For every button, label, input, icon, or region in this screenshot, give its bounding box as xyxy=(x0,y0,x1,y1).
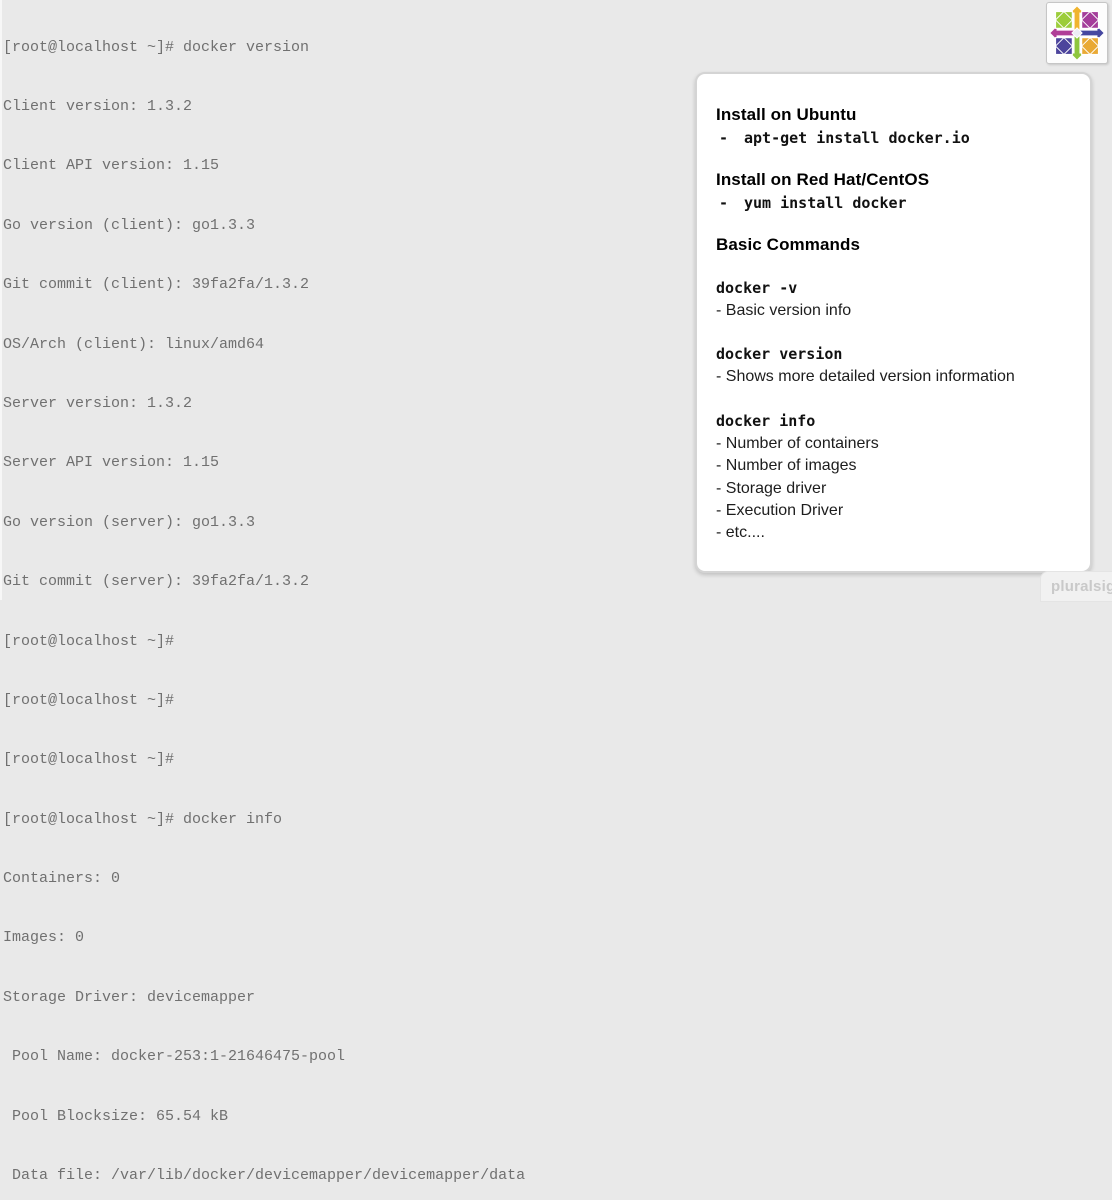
terminal-line: Pool Name: docker-253:1-21646475-pool xyxy=(3,1048,346,1066)
terminal-line: [root@localhost ~]# xyxy=(3,751,175,769)
command-docker-info: docker info - Number of containers - Num… xyxy=(716,410,1072,545)
command-note: - etc.... xyxy=(716,524,765,542)
command-text: docker -v xyxy=(716,279,798,297)
command-note: - Basic version info xyxy=(716,302,852,319)
install-redhat-section: Install on Red Hat/CentOS -yum install d… xyxy=(716,169,1072,214)
terminal-line: Client version: 1.3.2 xyxy=(3,97,193,115)
terminal-line: [root@localhost ~]# xyxy=(3,691,175,709)
centos-logo xyxy=(1046,2,1108,64)
install-ubuntu-command-line: -apt-get install docker.io xyxy=(716,127,1072,149)
terminal-output: [root@localhost ~]# docker version Clien… xyxy=(3,0,693,1200)
install-redhat-command: yum install docker xyxy=(744,194,907,212)
terminal-line: Git commit (server): 39fa2fa/1.3.2 xyxy=(3,573,310,591)
terminal-line: Server version: 1.3.2 xyxy=(3,394,193,412)
command-docker-v: docker -v - Basic version info xyxy=(716,277,1072,322)
centos-logo-icon xyxy=(1049,5,1105,61)
command-note: - Execution Driver xyxy=(716,502,844,520)
screen-left-edge xyxy=(0,0,2,600)
terminal-line: [root@localhost ~]# xyxy=(3,632,175,650)
terminal-line: Storage Driver: devicemapper xyxy=(3,988,256,1006)
basic-commands-heading: Basic Commands xyxy=(716,235,861,254)
command-note: - Shows more detailed version informatio… xyxy=(716,368,1015,386)
bullet-dash: - xyxy=(719,194,729,212)
command-text: docker version xyxy=(716,345,843,364)
terminal-line: Server API version: 1.15 xyxy=(3,454,220,472)
terminal-line: Git commit (client): 39fa2fa/1.3.2 xyxy=(3,276,310,294)
pluralsight-watermark: pluralsight xyxy=(1040,571,1112,602)
terminal-line: Client API version: 1.15 xyxy=(3,157,220,175)
docker-notes-panel: Install on Ubuntu -apt-get install docke… xyxy=(695,72,1092,573)
terminal-line: Images: 0 xyxy=(3,929,85,947)
install-ubuntu-heading: Install on Ubuntu xyxy=(716,105,857,124)
command-text: docker info xyxy=(716,411,816,430)
terminal-line: Pool Blocksize: 65.54 kB xyxy=(3,1107,229,1125)
terminal-line: Containers: 0 xyxy=(3,870,121,888)
terminal-line: [root@localhost ~]# docker info xyxy=(3,810,283,828)
install-ubuntu-section: Install on Ubuntu -apt-get install docke… xyxy=(716,104,1072,149)
command-note: - Number of images xyxy=(716,457,857,475)
terminal-line: Data file: /var/lib/docker/devicemapper/… xyxy=(3,1167,526,1185)
terminal-line: Go version (client): go1.3.3 xyxy=(3,216,256,234)
terminal-line: Go version (server): go1.3.3 xyxy=(3,513,256,531)
terminal-line: OS/Arch (client): linux/amd64 xyxy=(3,335,265,353)
terminal-line: [root@localhost ~]# docker version xyxy=(3,38,310,56)
command-note: - Storage driver xyxy=(716,479,827,497)
install-redhat-command-line: -yum install docker xyxy=(716,192,1072,214)
watermark-text: pluralsight xyxy=(1051,578,1112,595)
command-note: - Number of containers xyxy=(716,434,879,452)
install-ubuntu-command: apt-get install docker.io xyxy=(744,129,970,147)
bullet-dash: - xyxy=(719,129,729,147)
install-redhat-heading: Install on Red Hat/CentOS xyxy=(716,170,930,189)
command-docker-version: docker version - Shows more detailed ver… xyxy=(716,343,1072,388)
